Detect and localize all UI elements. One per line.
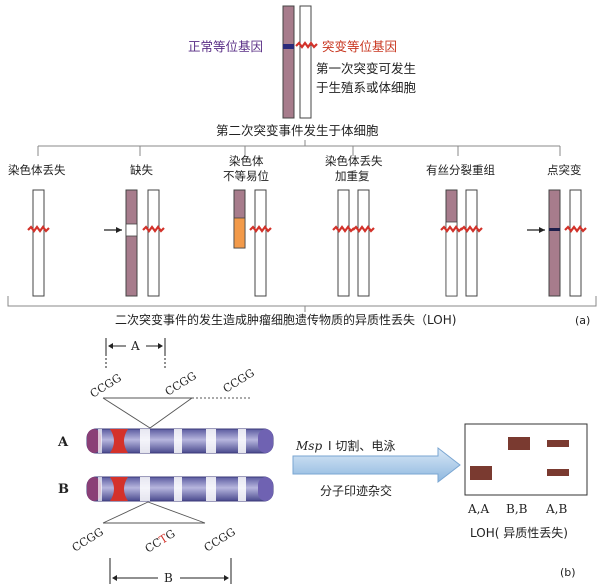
site-label: CCGG bbox=[221, 366, 257, 395]
mutation-mark bbox=[460, 225, 483, 233]
step-line1: I 切割、电泳 bbox=[328, 438, 395, 453]
process-arrow bbox=[292, 446, 461, 484]
branch-label-4b: 加重复 bbox=[335, 169, 370, 183]
normal-allele-label: 正常等位基因 bbox=[188, 39, 263, 54]
chromosome-B bbox=[86, 476, 274, 502]
second-event-label: 第二次突变事件发生于体细胞 bbox=[216, 123, 379, 138]
gel-band-AB-upper bbox=[547, 440, 569, 447]
case-deletion bbox=[104, 189, 165, 297]
gel-box bbox=[464, 423, 588, 496]
homolog-chromosome bbox=[465, 189, 478, 297]
gel-band-AB-lower bbox=[547, 469, 569, 476]
chromosome-A bbox=[86, 428, 274, 454]
branch-label-4a: 染色体丢失 bbox=[325, 154, 383, 168]
site-lines-top bbox=[102, 397, 252, 429]
panel-a: 正常等位基因 突变等位基因 第一次突变可发生 于生殖系或体细胞 第二次突变事件发… bbox=[7, 5, 597, 327]
top-chromosome-pair bbox=[282, 5, 318, 119]
deleted-chromosome bbox=[125, 189, 138, 297]
first-mutation-line2: 于生殖系或体细胞 bbox=[316, 80, 417, 95]
duplicated-chromosome-1 bbox=[337, 189, 350, 297]
homolog-chromosome bbox=[254, 189, 267, 297]
mutation-mark bbox=[27, 225, 50, 233]
mutated-site-label: CCTG bbox=[143, 527, 178, 556]
site-label: CCGG bbox=[88, 371, 124, 400]
homolog-chromosome bbox=[569, 189, 582, 297]
site-label: CCGG bbox=[202, 525, 238, 554]
mutation-mark bbox=[332, 225, 355, 233]
mutation-mark bbox=[249, 225, 272, 233]
lane-label-BB: B,B bbox=[506, 502, 528, 516]
normal-allele-band bbox=[283, 44, 294, 49]
svg-text:CCTG: CCTG bbox=[143, 527, 178, 556]
branch-label-3b: 不等易位 bbox=[223, 169, 269, 183]
branch-label-1: 染色体丢失 bbox=[8, 163, 66, 177]
gel-band-BB bbox=[508, 437, 530, 450]
lane-label-AA: A,A bbox=[467, 502, 489, 516]
mutant-allele-label: 突变等位基因 bbox=[322, 39, 397, 54]
panel-b-label: (b) bbox=[560, 566, 576, 579]
recombined-lower bbox=[445, 221, 458, 297]
duplicated-chromosome-2 bbox=[357, 189, 370, 297]
enzyme-name: Msp bbox=[295, 439, 322, 453]
point-mutated-chromosome bbox=[548, 189, 561, 297]
mutation-mark bbox=[142, 225, 165, 233]
first-mutation-line1: 第一次突变可发生 bbox=[316, 61, 416, 76]
branch-label-6: 点突变 bbox=[547, 163, 582, 177]
branch-label-3a: 染色体 bbox=[229, 154, 264, 168]
panel-b: A CCGG CCGG CCGG A B bbox=[57, 338, 588, 585]
fragment-B-bracket bbox=[109, 558, 232, 584]
case-loss-duplication bbox=[332, 189, 375, 297]
point-mutation-band bbox=[549, 228, 560, 231]
mutation-mark bbox=[352, 225, 375, 233]
chromosome-A-label: A bbox=[57, 435, 69, 450]
step-line2: 分子印迹杂交 bbox=[320, 483, 392, 498]
site-label: CCGG bbox=[163, 369, 199, 398]
translocated-segment bbox=[233, 217, 246, 249]
remaining-chromosome bbox=[32, 189, 45, 297]
homolog-chromosome bbox=[147, 189, 160, 297]
case-mitotic-recombination bbox=[440, 189, 483, 297]
lane-label-AB: A,B bbox=[545, 502, 567, 516]
case-translocation bbox=[233, 189, 272, 297]
normal-chromosome bbox=[282, 5, 295, 119]
branch-label-5: 有丝分裂重组 bbox=[426, 163, 495, 177]
fragment-A-bracket bbox=[105, 338, 166, 368]
mutant-allele-mark bbox=[295, 41, 318, 49]
bottom-caption: 二次突变事件的发生造成肿瘤细胞遗传物质的异质性丢失（LOH) bbox=[115, 312, 456, 327]
deletion-gap bbox=[125, 223, 138, 237]
panel-a-label: (a) bbox=[575, 314, 590, 327]
site-label: CCGG bbox=[70, 525, 106, 554]
gel-band-AA bbox=[470, 466, 492, 480]
site-lines-bottom bbox=[102, 501, 206, 524]
bottom-bracket bbox=[7, 296, 597, 312]
mutant-chromosome bbox=[299, 5, 312, 119]
fragment-B-label: B bbox=[164, 571, 173, 585]
branch-label-2: 缺失 bbox=[130, 163, 153, 177]
case-point-mutation bbox=[527, 189, 587, 297]
fragment-A-label: A bbox=[130, 339, 140, 353]
loh-caption: LOH( 异质性丢失) bbox=[470, 525, 568, 540]
mutation-mark bbox=[440, 225, 463, 233]
chromosome-B-label: B bbox=[58, 482, 69, 497]
branch-tree bbox=[37, 140, 561, 156]
case-chromosome-loss bbox=[27, 189, 50, 297]
mutation-mark bbox=[564, 225, 587, 233]
